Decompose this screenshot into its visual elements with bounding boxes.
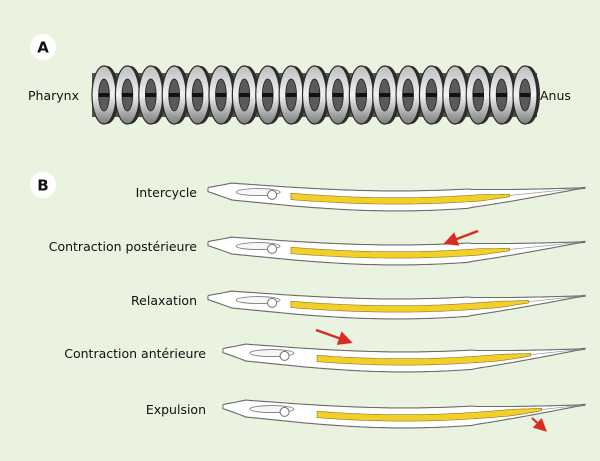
panel-b-badge [30, 172, 56, 198]
intestine-ring [489, 65, 517, 125]
intestine [290, 192, 510, 205]
worm-body [207, 236, 586, 266]
pharynx-bulb [267, 243, 278, 254]
intestine [290, 300, 529, 313]
intestine-ring [301, 65, 330, 125]
intestine [316, 353, 531, 366]
pharynx-bulb [267, 297, 278, 308]
stage-3: Relaxation [131, 290, 586, 320]
intestine-ring [348, 65, 377, 125]
intestine-ring [184, 65, 213, 125]
panel-a-badge [30, 34, 56, 60]
panel-a: A Pharynx Anus [28, 34, 571, 125]
anus-label: Anus [540, 88, 571, 103]
worm-body [222, 343, 586, 373]
stage-label: Intercycle [136, 185, 198, 200]
stage-1: Intercycle [136, 182, 586, 212]
intestine-ring [114, 65, 143, 125]
stage-5: Expulsion [146, 399, 586, 432]
stage-label: Expulsion [146, 402, 206, 417]
intestine-ring [231, 65, 260, 125]
intestine-ring [465, 65, 494, 125]
panel-a-letter: A [37, 39, 49, 57]
intestine-rings [91, 65, 540, 125]
intestine-ring [325, 65, 353, 125]
worm-body [207, 290, 586, 320]
intestine [316, 407, 542, 422]
stage-label: Relaxation [131, 293, 197, 308]
rectum [528, 295, 582, 303]
intestine-ring [161, 65, 190, 125]
rectum [541, 404, 582, 410]
intestine-ring [278, 65, 307, 125]
intestine [290, 246, 510, 259]
expulsion-arrow [531, 417, 547, 432]
pharynx-bulb [279, 350, 290, 361]
intestine-ring [255, 65, 283, 125]
rectum [530, 348, 582, 356]
rectum [509, 241, 582, 250]
worm-body [222, 399, 586, 429]
intestine-ring [208, 65, 236, 125]
pharynx-bulb [267, 189, 278, 200]
intestine-ring [418, 65, 447, 125]
stage-label: Contraction postérieure [49, 239, 198, 254]
intestine-ring [395, 65, 424, 125]
intestine-ring [512, 65, 540, 125]
pharynx-label: Pharynx [28, 88, 79, 103]
pharynx-bulb [279, 406, 290, 417]
rectum [509, 187, 582, 196]
panel-b-letter: B [37, 177, 48, 195]
intestine-ring [442, 65, 470, 125]
stage-4: Contraction antérieure [64, 328, 586, 373]
stage-label: Contraction antérieure [64, 346, 206, 361]
contraction-arrow [315, 328, 353, 345]
worm-body [207, 182, 586, 212]
stage-2: Contraction postérieure [49, 229, 586, 266]
contraction-arrow [443, 229, 479, 246]
intestine-ring [91, 65, 119, 125]
